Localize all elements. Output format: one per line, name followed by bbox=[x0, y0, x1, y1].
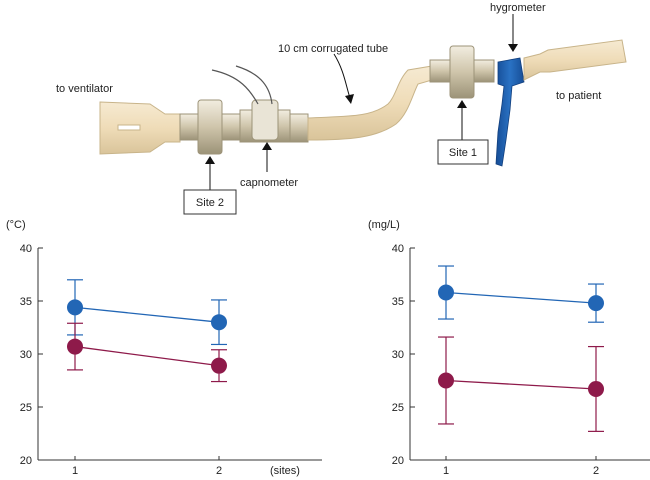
y-tick-label: 30 bbox=[392, 349, 404, 361]
site1-arrowhead bbox=[457, 100, 467, 108]
site1-box bbox=[437, 139, 489, 165]
chart2-marks bbox=[409, 247, 650, 461]
y-tick-label: 35 bbox=[392, 296, 404, 308]
site2-arrowhead bbox=[205, 156, 215, 164]
data-point bbox=[588, 380, 604, 397]
chart1-ylabel: (°C) bbox=[6, 219, 26, 231]
tube-arrow bbox=[333, 53, 351, 99]
corrugated-tube-label: 10 cm corrugated tube bbox=[278, 43, 388, 55]
data-point bbox=[438, 372, 454, 389]
site2-label: Site 2 bbox=[196, 197, 224, 209]
x-tick-label: 2 bbox=[216, 465, 222, 477]
y-tick-label: 25 bbox=[20, 402, 32, 414]
tube-arrowhead bbox=[345, 94, 354, 104]
y-tick-label: 35 bbox=[20, 296, 32, 308]
hygrometer-arrowhead bbox=[508, 44, 518, 52]
chart2-ylabel: (mg/L) bbox=[368, 219, 400, 231]
corrugated-tube bbox=[307, 65, 433, 141]
chart1-tick-labels: 20 25 30 35 40 1 2 bbox=[20, 243, 222, 477]
data-point bbox=[438, 284, 454, 301]
y-tick-label: 40 bbox=[20, 243, 32, 255]
to-ventilator-label: to ventilator bbox=[56, 83, 113, 95]
data-point bbox=[211, 314, 227, 331]
apparatus: hygrometer 10 cm corrugated tube to vent… bbox=[56, 2, 627, 215]
y-tick-label: 20 bbox=[20, 455, 32, 467]
chart1-xlabel: (sites) bbox=[270, 465, 300, 477]
humidity-chart: (mg/L) 20 25 30 35 40 1 2 bbox=[368, 219, 650, 477]
y-tick-label: 30 bbox=[20, 349, 32, 361]
capnometer-sensor bbox=[251, 99, 279, 141]
capnometer-coupler bbox=[289, 113, 309, 143]
site2-connector-collar bbox=[197, 99, 223, 155]
x-tick-label: 1 bbox=[72, 465, 78, 477]
x-tick-label: 1 bbox=[443, 465, 449, 477]
patient-tube bbox=[523, 39, 627, 81]
y-tick-label: 20 bbox=[392, 455, 404, 467]
data-point bbox=[211, 357, 227, 374]
data-point bbox=[67, 299, 83, 316]
site1-label: Site 1 bbox=[449, 147, 477, 159]
data-point bbox=[67, 338, 83, 355]
x-tick-label: 2 bbox=[593, 465, 599, 477]
hygrometer-label: hygrometer bbox=[490, 2, 546, 14]
series-line bbox=[74, 345, 220, 367]
capnometer-label: capnometer bbox=[240, 177, 298, 189]
data-point bbox=[588, 295, 604, 312]
chart1-marks bbox=[37, 247, 322, 461]
y-tick-label: 40 bbox=[392, 243, 404, 255]
series-line bbox=[445, 291, 597, 304]
y-tick-label: 25 bbox=[392, 402, 404, 414]
series-line bbox=[74, 306, 220, 323]
ventilator-connector-slot bbox=[117, 124, 141, 131]
chart2-tick-labels: 20 25 30 35 40 1 2 bbox=[392, 243, 599, 477]
capnometer-cable bbox=[211, 65, 273, 105]
site1-connector-collar bbox=[449, 45, 475, 99]
series-line bbox=[445, 379, 597, 390]
site2-box bbox=[183, 189, 237, 215]
temperature-chart: (°C) (sites) 20 25 30 35 40 1 2 bbox=[6, 219, 322, 477]
capnometer-arrowhead bbox=[262, 142, 272, 150]
hygrometer-probe bbox=[495, 57, 525, 167]
to-patient-label: to patient bbox=[556, 90, 601, 102]
